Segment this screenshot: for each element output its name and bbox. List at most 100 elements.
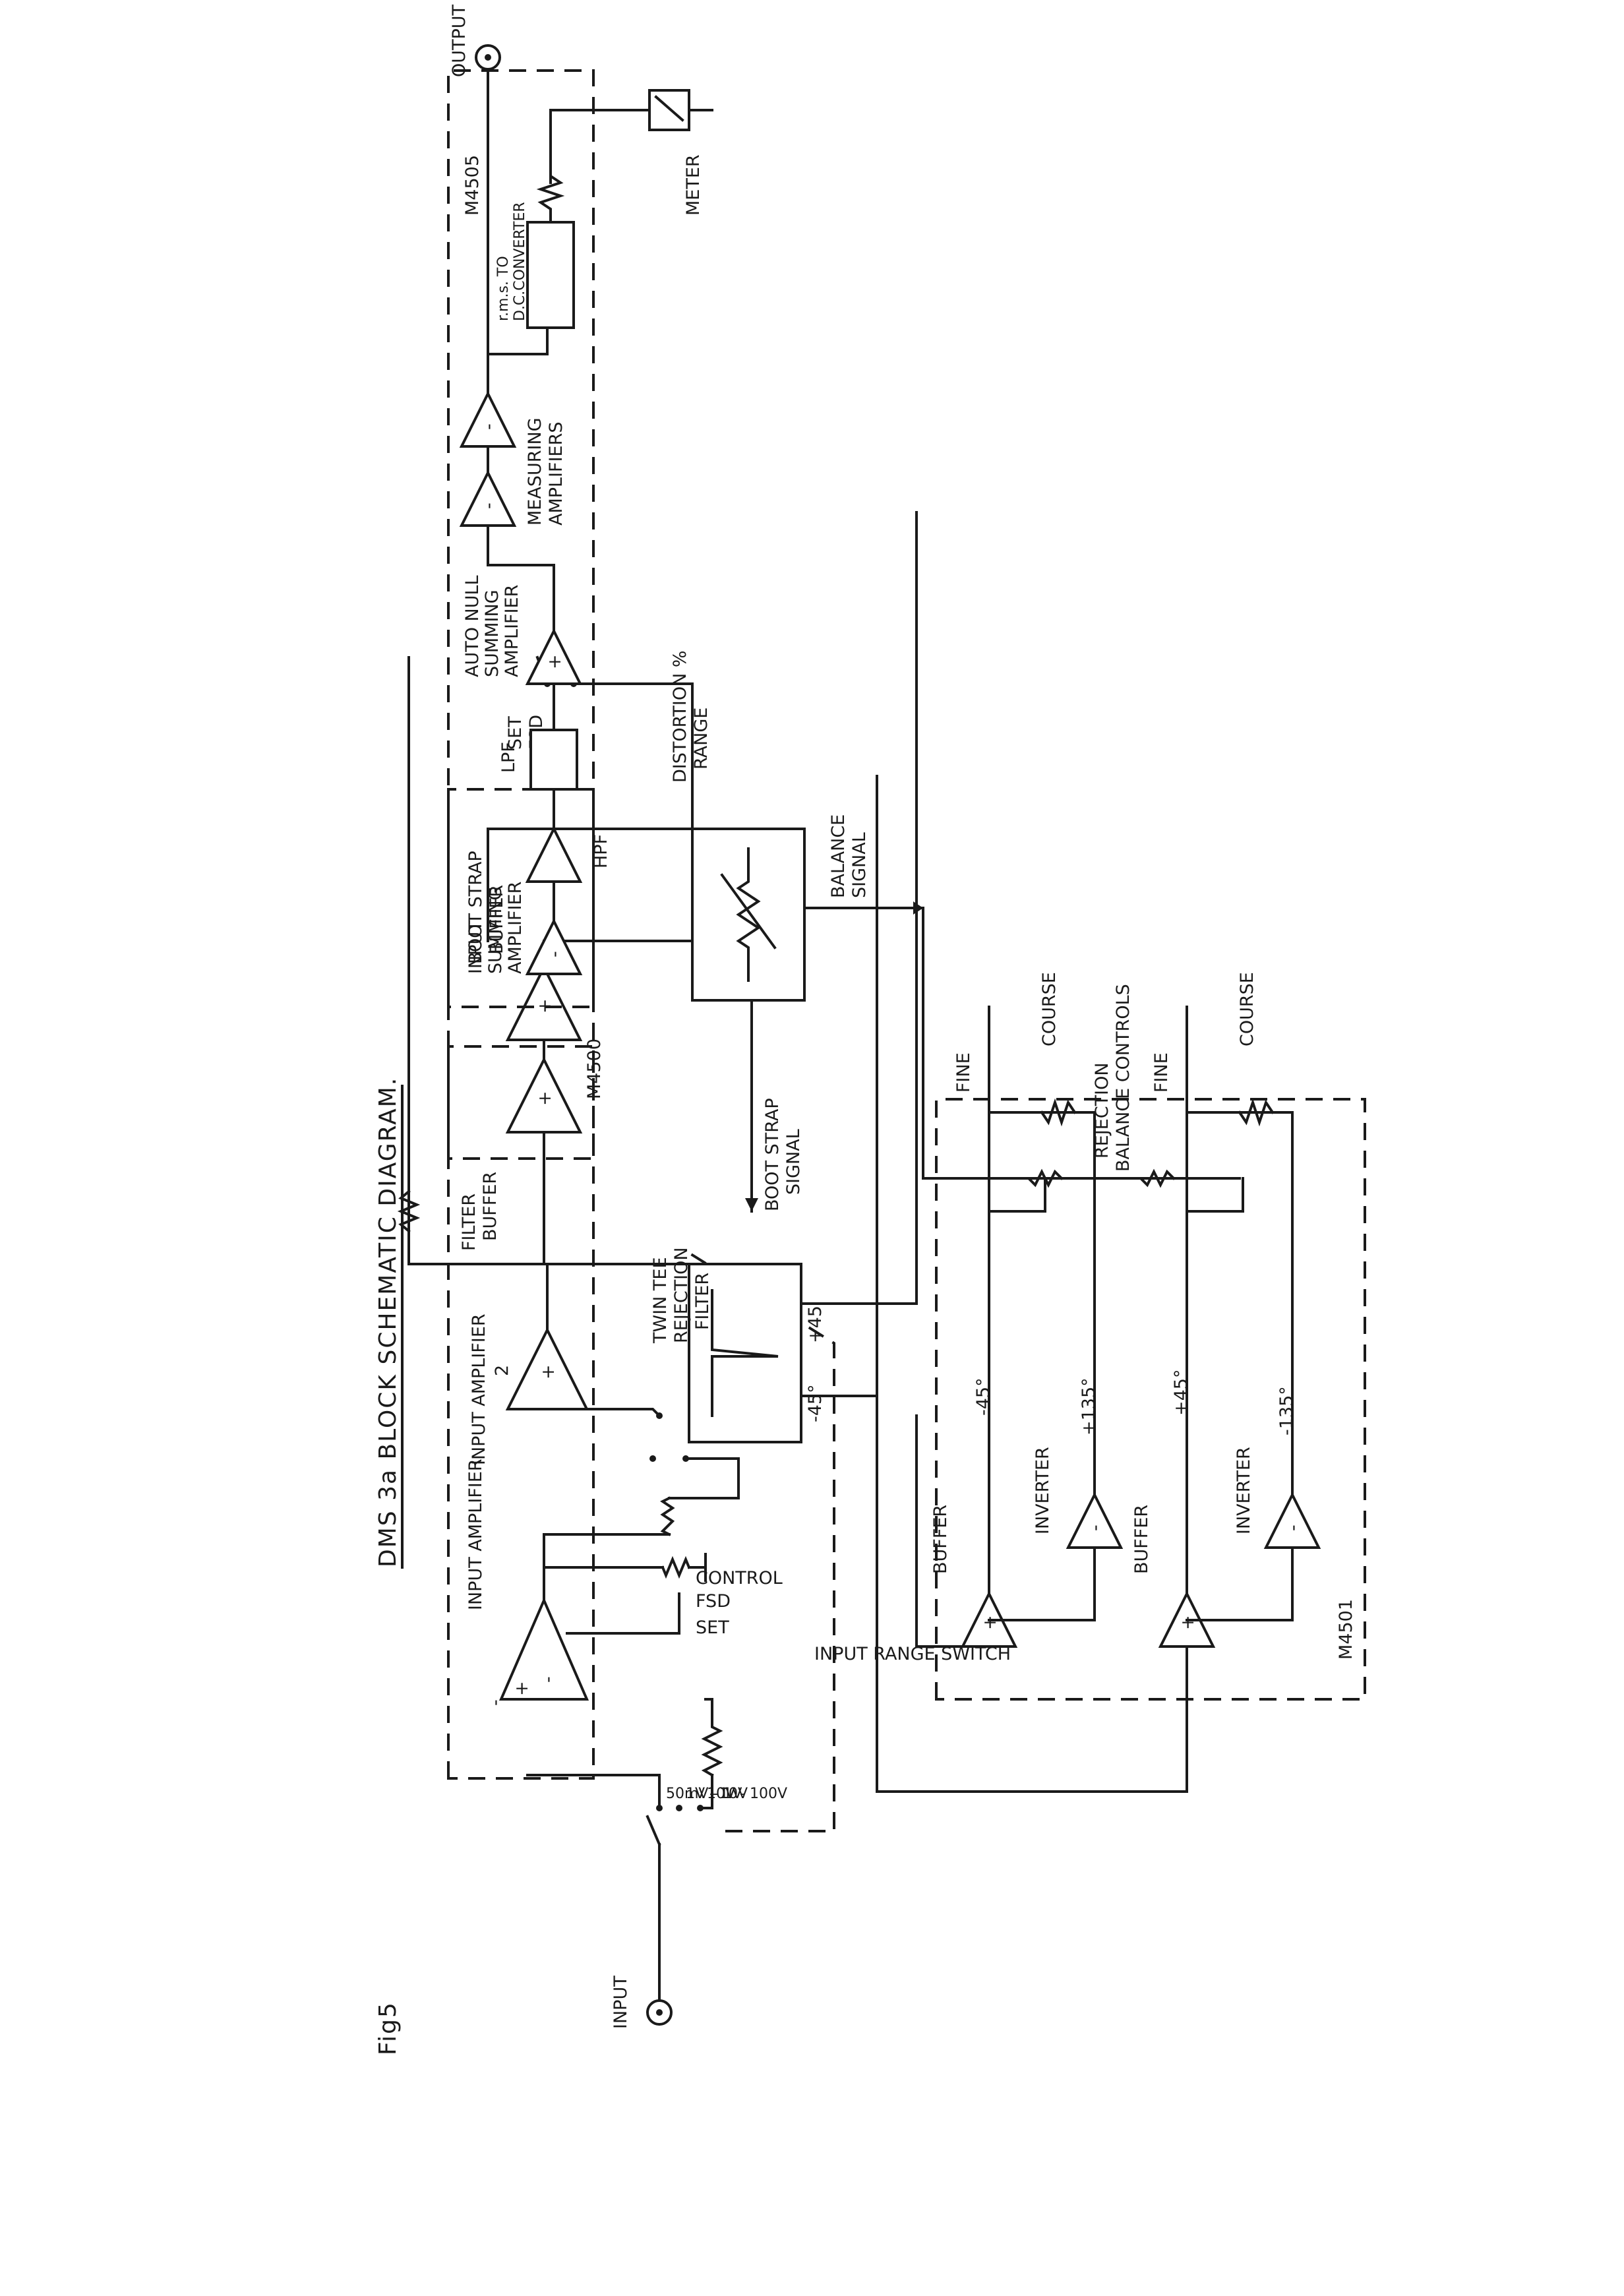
filter-buffer-label-1: FILTER	[459, 1193, 479, 1251]
gain-pot	[660, 1496, 675, 1536]
phase-minus135: -135°	[1277, 1386, 1297, 1435]
selector-wire	[684, 1457, 740, 1499]
twin-tee-notch-symbol	[711, 1289, 779, 1417]
input-amplifier-2-label: INPUT AMPLIFIER	[469, 1314, 489, 1465]
input-terminal	[646, 1999, 673, 2026]
fine-wire-1	[988, 1177, 1046, 1213]
amp2-to-set-fsd	[407, 656, 549, 1265]
set-fsd-label-1: SET	[505, 716, 526, 750]
input-amp-feedback	[566, 1592, 680, 1635]
auto-null-label-2: SUMMING	[482, 589, 502, 677]
balance-signal-label-1: BALANCE	[828, 814, 849, 898]
fine-label-1: FINE	[953, 1052, 974, 1093]
m4501-label: M4501	[1336, 1599, 1356, 1660]
balance-signal-wire	[803, 907, 924, 1180]
inverter-1-minus: -	[1085, 1525, 1106, 1531]
set-fsd-pot-resistor	[661, 1556, 691, 1579]
filter-buffer-label-2: BUFFER	[480, 1172, 500, 1241]
input-amp-to-switch	[543, 1533, 671, 1569]
meter-cal-resistor	[536, 109, 565, 224]
rms-label-2: D.C.CONVERTER	[512, 202, 528, 321]
input-amplifier-2-triangle	[505, 1327, 589, 1410]
measuring-amp-2-minus: -	[479, 423, 499, 430]
buffer-1-plus: +	[980, 1615, 1000, 1630]
course-label-2: COURSE	[1237, 972, 1257, 1046]
buffer-2-in	[876, 1395, 1188, 1793]
twin-tee-minus45-label: -45°	[805, 1384, 826, 1422]
buffer-1-label: BUFFER	[930, 1505, 951, 1574]
distortion-range-resistor	[736, 847, 761, 982]
rms-label-1: r.m.s. TO	[495, 256, 512, 321]
auto-null-to-measuring	[487, 524, 555, 632]
m4501-module	[935, 1098, 1366, 1701]
input-summing-minus: -	[545, 951, 565, 957]
bootstrap-signal-arrow	[745, 1198, 758, 1211]
plus45-to-buffer	[800, 511, 918, 1305]
input-summing-label-2: SUMMING	[485, 886, 506, 974]
inverter-1-triangle	[1066, 1492, 1124, 1549]
auto-null-label-3: AMPLIFIER	[502, 585, 522, 677]
meter-label: METER	[683, 154, 704, 216]
input-summing-label-1: INPUT	[466, 921, 486, 974]
bootstrap-buffer-label-2: BUFFER	[487, 885, 507, 954]
input-summing-amp	[525, 918, 583, 975]
rejection-balance-label-2: BALANCE CONTROLS	[1113, 984, 1133, 1172]
measuring-label-2: AMPLIFIERS	[546, 421, 566, 526]
measuring-amp-1-minus: -	[479, 502, 499, 509]
range-1v-label: 1V - 10V	[686, 1786, 748, 1802]
filter-buffer-plus: +	[535, 1091, 555, 1106]
measuring-to-rms	[487, 326, 549, 395]
inverter-2-triangle	[1263, 1492, 1321, 1549]
range-switch-contacts	[656, 1805, 704, 1811]
fine-pot-2	[1133, 1168, 1176, 1188]
input-amp-feed	[526, 1774, 661, 1809]
distortion-range-label-1: DISTORTION %	[670, 650, 690, 783]
hpf-amp	[525, 826, 583, 883]
measuring-amp-1	[459, 469, 517, 527]
attenuator-wire	[699, 1774, 713, 1809]
fine-label-2: FINE	[1151, 1052, 1172, 1093]
selector-contact-1	[649, 1455, 656, 1462]
m4500-module	[447, 788, 595, 1160]
twin-tee-label-2: REJECTION	[671, 1247, 692, 1343]
rms-to-meter	[549, 109, 651, 184]
input-amplifier-triangle	[498, 1596, 589, 1701]
input-label: INPUT	[611, 1976, 631, 2029]
fine-pot-1	[1021, 1168, 1064, 1188]
input-amp-output	[543, 1566, 634, 1602]
measuring-amp-2	[459, 390, 517, 448]
meter-needle	[654, 95, 684, 122]
balance-signal-arrow	[913, 901, 923, 915]
m4505-label: M4505	[462, 155, 483, 216]
distortion-range-variable-arrow	[720, 873, 777, 950]
range-50mv-label: 50mV - 1V	[666, 1786, 742, 1802]
bootstrap-signal-label-1: BOOT STRAP	[762, 1098, 783, 1211]
twin-tee-plus45-label: +45	[805, 1306, 826, 1343]
m4505-module	[447, 69, 595, 1008]
inverter-1-label: INVERTER	[1033, 1447, 1053, 1534]
range-switch-wiper	[646, 1815, 661, 1846]
inverter-2-label: INVERTER	[1234, 1447, 1254, 1534]
output-terminal	[475, 44, 501, 71]
twin-tee-label-3: FILTER	[692, 1273, 713, 1330]
buffer-2-label: BUFFER	[1131, 1505, 1152, 1574]
lpf-box	[529, 729, 578, 791]
set-fsd-control-2: FSD	[696, 1591, 731, 1612]
fine-wire-2	[1186, 1177, 1244, 1213]
lpf-label: LPF	[498, 742, 519, 773]
auto-null-plus: +	[545, 654, 565, 669]
inverter-2-out	[1238, 1111, 1294, 1496]
figure-number: Fig5	[375, 2001, 402, 2055]
input-amplifier-label: INPUT AMPLIFIER	[466, 1459, 486, 1610]
input-summing-label-3: AMPLIFIER	[505, 882, 526, 974]
inverter-2-minus: -	[1283, 1525, 1304, 1531]
twin-tee-label-1: TWIN TEE	[650, 1257, 671, 1344]
balance-signal-label-2: SIGNAL	[849, 832, 870, 898]
input-amplifier-2-number: 2	[492, 1365, 512, 1376]
input-amplifier-module	[447, 1045, 595, 1780]
measuring-label-1: MEASURING	[525, 417, 545, 526]
input-amp-minus-outer: -	[485, 1699, 506, 1706]
attenuator-resistor	[701, 1698, 723, 1777]
phase-minus45: -45°	[973, 1377, 994, 1416]
bootstrap-buffer-label-1: BOOT STRAP	[466, 851, 486, 964]
